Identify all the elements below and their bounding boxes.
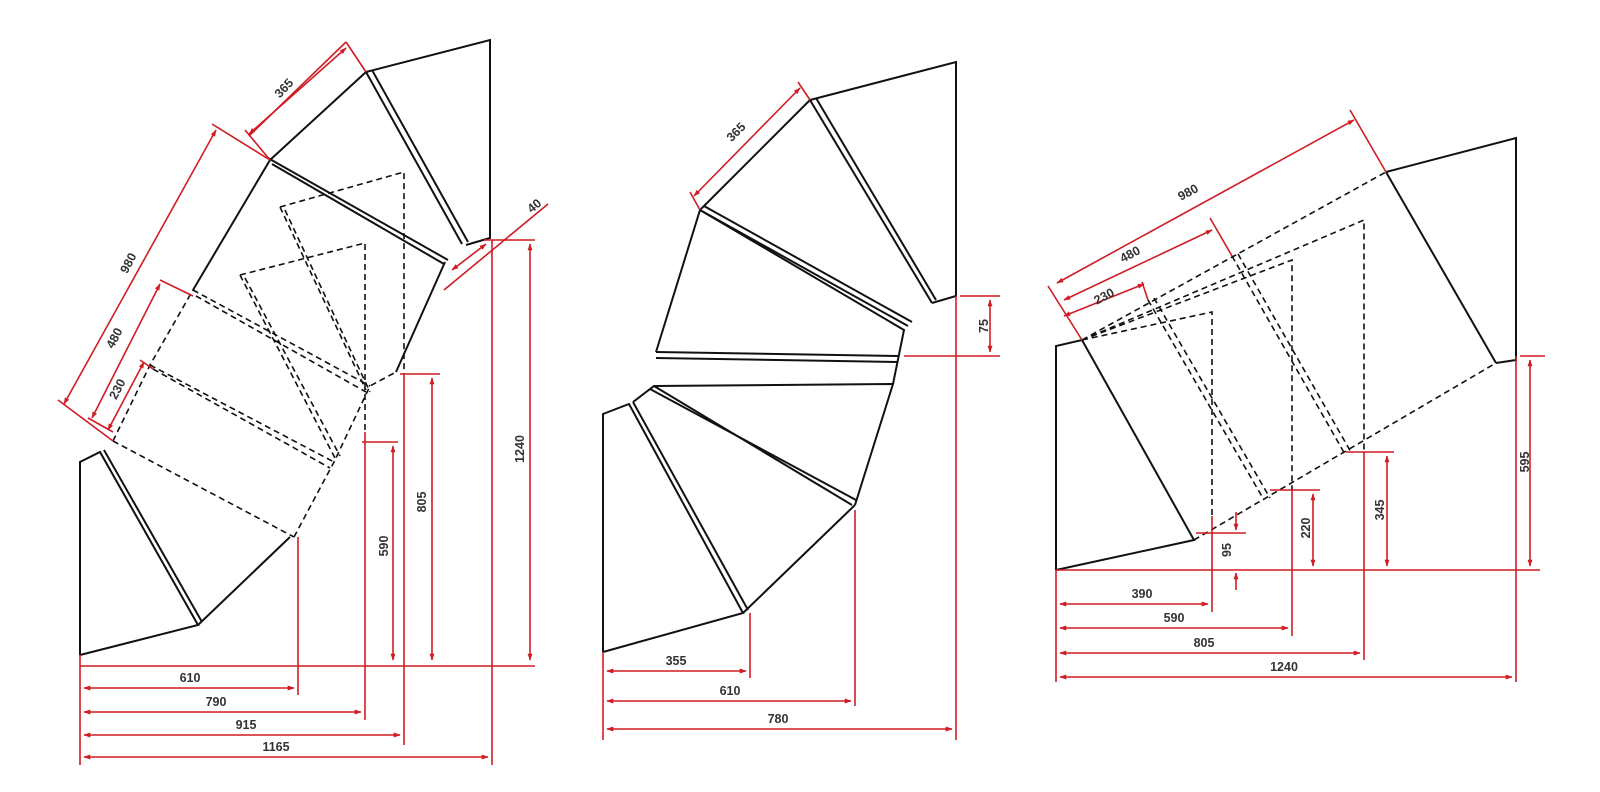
dim-label: 790 <box>206 695 227 709</box>
left-elbow-outline <box>79 38 491 656</box>
dim-label: 590 <box>1164 611 1185 625</box>
dim-label: 220 <box>1299 518 1313 539</box>
dim-label: 980 <box>1176 181 1201 203</box>
dim-label: 365 <box>724 120 749 145</box>
right-elbow-hidden-lines <box>1081 171 1497 541</box>
dim-label: 40 <box>525 196 545 216</box>
left-elbow-diagram: 365 40 980 480 230 1240 805 590 610 790 … <box>57 38 549 765</box>
dim-label: 805 <box>1194 636 1215 650</box>
dim-label: 610 <box>180 671 201 685</box>
dim-label: 345 <box>1373 500 1387 521</box>
dim-label: 595 <box>1518 452 1532 473</box>
middle-elbow-dimensions <box>602 81 1000 740</box>
dim-label: 590 <box>377 536 391 557</box>
dim-label: 480 <box>103 326 125 351</box>
left-elbow-hidden-lines <box>112 170 405 538</box>
dim-label: 95 <box>1220 543 1234 557</box>
middle-elbow-diagram: 365 75 355 610 780 <box>602 60 1000 740</box>
dim-label: 780 <box>768 712 789 726</box>
middle-elbow-outline <box>602 60 957 653</box>
right-elbow-diagram: 980 480 230 595 345 220 95 390 590 805 1… <box>1047 109 1545 682</box>
dim-label: 390 <box>1132 587 1153 601</box>
dim-label: 1165 <box>262 740 289 754</box>
dim-label: 75 <box>977 319 991 333</box>
left-elbow-dimensions <box>57 41 549 765</box>
dim-label: 230 <box>1092 285 1117 307</box>
dim-label: 980 <box>117 251 139 276</box>
dim-label: 1240 <box>1270 660 1298 674</box>
dim-label: 480 <box>1118 243 1143 265</box>
right-elbow-outline <box>1055 136 1517 571</box>
dim-label: 915 <box>236 718 257 732</box>
dim-label: 1240 <box>513 435 527 463</box>
dim-label: 610 <box>720 684 741 698</box>
right-elbow-dimensions <box>1047 109 1545 682</box>
dim-label: 365 <box>272 76 296 101</box>
dim-label: 805 <box>415 492 429 513</box>
left-elbow-dimension-labels: 365 40 980 480 230 1240 805 590 610 790 … <box>103 76 544 754</box>
dim-label: 355 <box>666 654 687 668</box>
